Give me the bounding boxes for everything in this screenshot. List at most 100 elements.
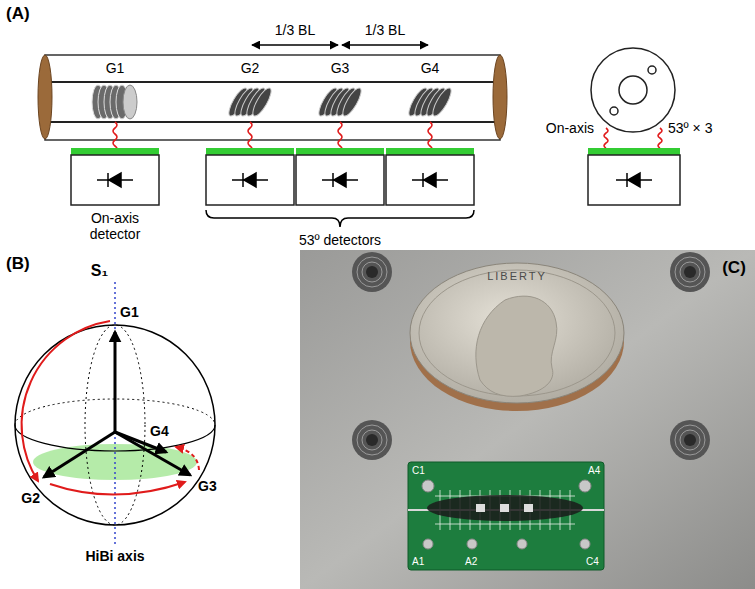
diode-bar (422, 173, 424, 187)
thread (675, 425, 705, 455)
detector-window (296, 148, 384, 155)
thread (357, 425, 387, 455)
device-photo (300, 250, 755, 589)
detector-chip (524, 504, 533, 512)
solder-pad (422, 480, 434, 492)
grating-label: G4 (419, 60, 442, 76)
detector-window (386, 148, 474, 155)
diode-triangle (628, 173, 640, 187)
solder-pad (517, 539, 527, 549)
rotation-arc (50, 482, 185, 495)
detector-chip (500, 504, 509, 512)
panel-letter: (B) (6, 254, 30, 274)
rotation-arc (22, 321, 110, 481)
state-label: G3 (198, 478, 217, 494)
epoxy-blob (427, 495, 583, 521)
diode-bar (107, 173, 109, 187)
coin-profile (476, 296, 557, 396)
coin-face (410, 263, 624, 403)
core-circle (619, 76, 647, 104)
solder-pad (423, 539, 433, 549)
diode-bar (626, 173, 628, 187)
diode-triangle (109, 173, 121, 187)
state-label: G1 (120, 304, 139, 320)
detector-label: On-axis detector (79, 210, 151, 242)
grid-line (435, 524, 575, 525)
hole-center (684, 266, 696, 278)
hole (670, 420, 710, 460)
sphere-outline (15, 325, 215, 525)
diode-symbol (616, 173, 652, 187)
diode-triangle (424, 173, 436, 187)
screw-hole (670, 252, 710, 292)
state-label: G2 (21, 490, 40, 506)
group-label: 53º detectors (299, 232, 381, 248)
length-label: 1/3 BL (365, 22, 405, 38)
radiation-squiggle (428, 122, 432, 150)
solder-pad (467, 539, 477, 549)
state-vector (44, 432, 115, 477)
diode-symbol (322, 173, 358, 187)
length-arrow (252, 44, 338, 46)
diode-symbols (97, 173, 652, 187)
grating-g4 (406, 86, 455, 119)
diode-triangle (244, 173, 256, 187)
grating-label: G3 (329, 60, 352, 76)
hole (670, 252, 710, 292)
thread (362, 262, 382, 282)
detector-chip (476, 504, 485, 512)
detector-window (206, 148, 294, 155)
axis-label: HiBi axis (85, 548, 144, 564)
circuit-board (408, 462, 604, 570)
hole (352, 420, 392, 460)
group-brace (206, 210, 474, 227)
detector-window (71, 148, 159, 155)
radiation-squiggle (658, 128, 662, 148)
length-arrow (342, 44, 428, 46)
screw-hole (670, 420, 710, 460)
panel-letter: (A) (6, 4, 30, 24)
board (408, 462, 604, 570)
screw-hole (352, 252, 392, 292)
stress-rod (648, 66, 656, 74)
detector-box (588, 155, 680, 205)
thread (680, 262, 700, 282)
hole (352, 252, 392, 292)
state-label: G4 (150, 423, 169, 439)
radiation-squiggle (113, 122, 117, 150)
diode-symbol (232, 173, 268, 187)
grating-disc (430, 86, 455, 119)
pin-label: A1 (412, 556, 424, 568)
fiber-cross-section (591, 48, 675, 132)
detector-window (588, 148, 680, 155)
grating-g3 (316, 86, 365, 119)
grating-g1 (92, 85, 137, 119)
detector-box (296, 155, 384, 205)
hole-center (366, 266, 378, 278)
diode-symbol (97, 173, 133, 187)
stress-rod (610, 107, 618, 115)
pin-label: C1 (412, 465, 425, 477)
radiation-squiggle (248, 122, 252, 150)
radiation-squiggle (338, 122, 342, 150)
rotation-arc (176, 447, 199, 470)
grating-disc (123, 85, 137, 119)
thread (357, 257, 387, 287)
pin-label: A4 (588, 465, 600, 477)
coin-inscription: LIBERTY (487, 270, 547, 283)
coin-rim (419, 270, 615, 396)
thread (675, 257, 705, 287)
detector-label: On-axis (546, 120, 594, 136)
axis-line (114, 282, 116, 545)
cladding-circle (591, 48, 675, 132)
detector-box (71, 155, 159, 205)
fiber-end-cap (38, 55, 52, 139)
grating-g2 (226, 86, 275, 119)
diode-triangle (334, 173, 346, 187)
grating-label: G1 (104, 60, 127, 76)
diode-symbol (412, 173, 448, 187)
quarter-coin (410, 263, 624, 411)
diode-bar (242, 173, 244, 187)
